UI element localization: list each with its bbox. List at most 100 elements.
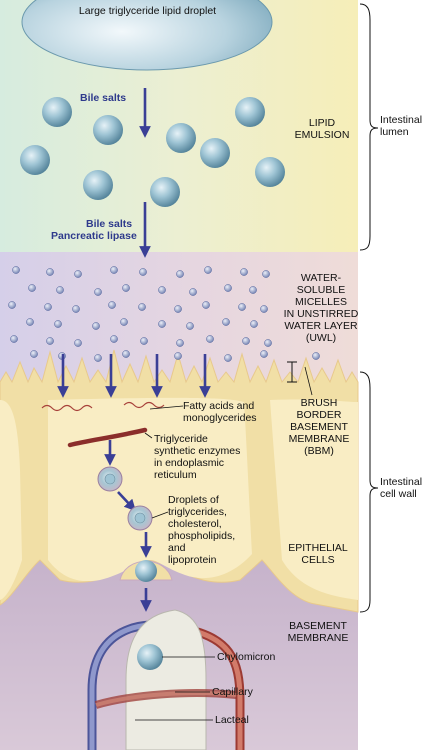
lipid-emulsion-line-1: LIPID [308, 117, 336, 129]
micelle-dot [138, 303, 146, 311]
endoplasmic-reticulum-line [67, 427, 148, 448]
micelle-dot [10, 335, 18, 343]
triglyceride-enzymes-line-3: in endoplasmic [154, 457, 225, 469]
basement-membrane-label: BASEMENT MEMBRANE [279, 620, 357, 644]
micelle-dot [46, 268, 54, 276]
epithelial-cells-line-1: EPITHELIAL [288, 542, 348, 554]
micelle-dot [44, 303, 52, 311]
epithelial-cells-line-2: CELLS [301, 554, 335, 566]
micelle-dot [186, 322, 194, 330]
capillary-label: Capillary [212, 686, 253, 698]
lipid-emulsion-label: LIPID EMULSION [292, 117, 352, 141]
triglyceride-enzymes-line-1: Triglyceride [154, 433, 208, 445]
micelle-dot [108, 301, 116, 309]
micelles-line-6: (UWL) [305, 332, 337, 344]
droplet-label: Large triglyceride lipid droplet [78, 5, 217, 17]
brush-border-line-1: BRUSH [300, 397, 338, 409]
micelle-dot [158, 320, 166, 328]
lacteal-label: Lacteal [215, 714, 249, 726]
micelle-dot [26, 318, 34, 326]
fatty-acids-line-1: Fatty acids and [183, 400, 255, 412]
basement-membrane-line-1: BASEMENT [289, 620, 347, 632]
micelle-dot [242, 337, 250, 345]
intestinal-lumen-label: Intestinal lumen [380, 114, 422, 138]
micelle-dot [202, 301, 210, 309]
micelle-dot [176, 270, 184, 278]
micelle-dot [264, 339, 272, 347]
flow-arrows [57, 88, 211, 612]
micelle-dot [28, 284, 36, 292]
micelle-dot [238, 303, 246, 311]
intestinal-cell-wall-line-1: Intestinal [380, 476, 423, 488]
micelles-line-5: WATER LAYER [284, 320, 358, 332]
droplets-of-line-3: cholesterol, [168, 518, 222, 530]
micelle-dot [74, 270, 82, 278]
intestinal-lumen-line-1: Intestinal [380, 114, 423, 126]
lipid-emulsion-droplets [20, 97, 285, 207]
leader-lines [135, 366, 313, 721]
bile-salts-label-1: Bile salts [80, 92, 127, 104]
micelle-dot [260, 305, 268, 313]
micelle-dot [260, 350, 268, 358]
micelle-dot [56, 286, 64, 294]
micelle-dot [262, 270, 270, 278]
droplets-of-label: Droplets of triglycerides, cholesterol, … [168, 494, 235, 566]
brush-border-line-5: (BBM) [304, 445, 334, 457]
micelle-dot [174, 305, 182, 313]
micelle-dot [110, 266, 118, 274]
intestinal-lumen-line-2: lumen [380, 126, 409, 138]
micelle-dot [54, 320, 62, 328]
micelle-dot [250, 320, 258, 328]
micelle-dot [30, 350, 38, 358]
droplets-of-line-5: and [168, 542, 186, 554]
droplets-of-line-4: phospholipids, [168, 530, 236, 542]
micelle-dot [122, 350, 130, 358]
fatty-acids-label: Fatty acids and monoglycerides [183, 400, 257, 424]
droplets-of-line-6: lipoprotein [168, 554, 217, 566]
brush-border-line-3: BASEMENT [290, 421, 348, 433]
micelle-dot [189, 288, 197, 296]
micelle-dot [206, 335, 214, 343]
micelles-line-1: WATER- [300, 272, 342, 284]
micelle-dot [46, 337, 54, 345]
lipid-emulsion-line-2: EMULSION [294, 129, 350, 141]
micelle-dot [140, 337, 148, 345]
micelle-dot [72, 305, 80, 313]
bile-salts-label-2: Bile salts [86, 218, 133, 230]
micelle-dot [94, 288, 102, 296]
triglyceride-enzymes-line-2: synthetic enzymes [154, 445, 241, 457]
cell-interior-left [0, 400, 22, 600]
intestinal-cell-wall-line-2: cell wall [380, 488, 417, 500]
cell-wall-brace [359, 371, 379, 613]
micelle-dot [158, 286, 166, 294]
micelle-dot [122, 284, 130, 292]
cell-interior-center [48, 397, 252, 582]
fatty-acid-squiggles [41, 401, 165, 412]
triglyceride-enzymes-label: Triglyceride synthetic enzymes in endopl… [154, 433, 240, 481]
micelle-dot [12, 266, 20, 274]
micelle-dot [120, 318, 128, 326]
brush-border-line-2: BORDER [296, 409, 342, 421]
exiting-chylomicron [135, 560, 157, 582]
micelle-dot [92, 322, 100, 330]
micelle-dot [312, 352, 320, 360]
micelle-dot [74, 339, 82, 347]
lumen-brace [359, 3, 379, 251]
bbm-measure-mark [287, 361, 297, 383]
micelles-line-3: MICELLES [295, 296, 347, 308]
basement-membrane-line-2: MEMBRANE [287, 632, 349, 644]
brush-border-label: BRUSH BORDER BASEMENT MEMBRANE (BBM) [285, 397, 353, 457]
micelle-dot [110, 335, 118, 343]
droplets-of-line-1: Droplets of [168, 494, 219, 506]
triglyceride-enzymes-line-4: reticulum [154, 469, 197, 481]
micelle-dot [176, 339, 184, 347]
fatty-acids-line-2: monoglycerides [183, 412, 257, 424]
micelle-dot [240, 268, 248, 276]
lacteal [125, 609, 207, 750]
micelle-dot [204, 266, 212, 274]
brush-border-line-4: MEMBRANE [288, 433, 350, 445]
micelle-dot [8, 301, 16, 309]
epithelial-cells-label: EPITHELIAL CELLS [279, 542, 357, 566]
cell-interior-right [270, 399, 358, 600]
